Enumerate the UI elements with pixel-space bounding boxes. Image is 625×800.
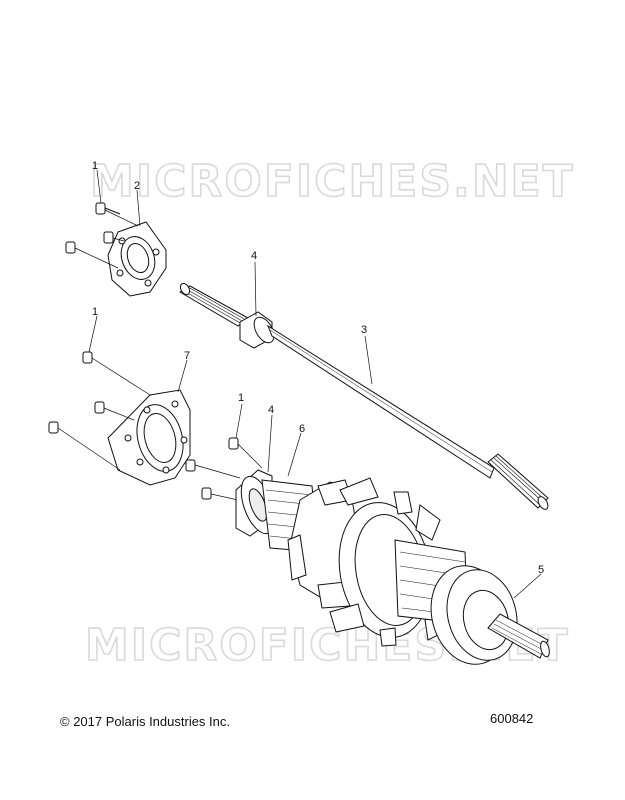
callout-1-upper: 1 [92, 160, 98, 172]
lower-flange-plate [107, 389, 191, 486]
figure-number: 600842 [490, 711, 534, 726]
callout-4-shaft: 4 [251, 250, 257, 262]
upper-flange-plate [107, 221, 167, 297]
callout-5: 5 [538, 564, 544, 576]
watermark-top: MICROFICHES.NET [90, 156, 575, 207]
callout-7: 7 [184, 350, 190, 362]
callout-1-lower: 1 [238, 392, 244, 404]
callout-6: 6 [299, 423, 305, 435]
output-shaft [179, 282, 549, 510]
callout-2: 2 [134, 180, 140, 192]
callout-1-middle: 1 [92, 306, 98, 318]
gearcase-assembly [235, 469, 550, 665]
callout-3: 3 [361, 324, 367, 336]
lower-bolts [48, 351, 239, 500]
upper-bolts [65, 202, 121, 254]
copyright-text: © 2017 Polaris Industries Inc. [60, 714, 230, 729]
callout-4-gearcase: 4 [268, 404, 274, 416]
